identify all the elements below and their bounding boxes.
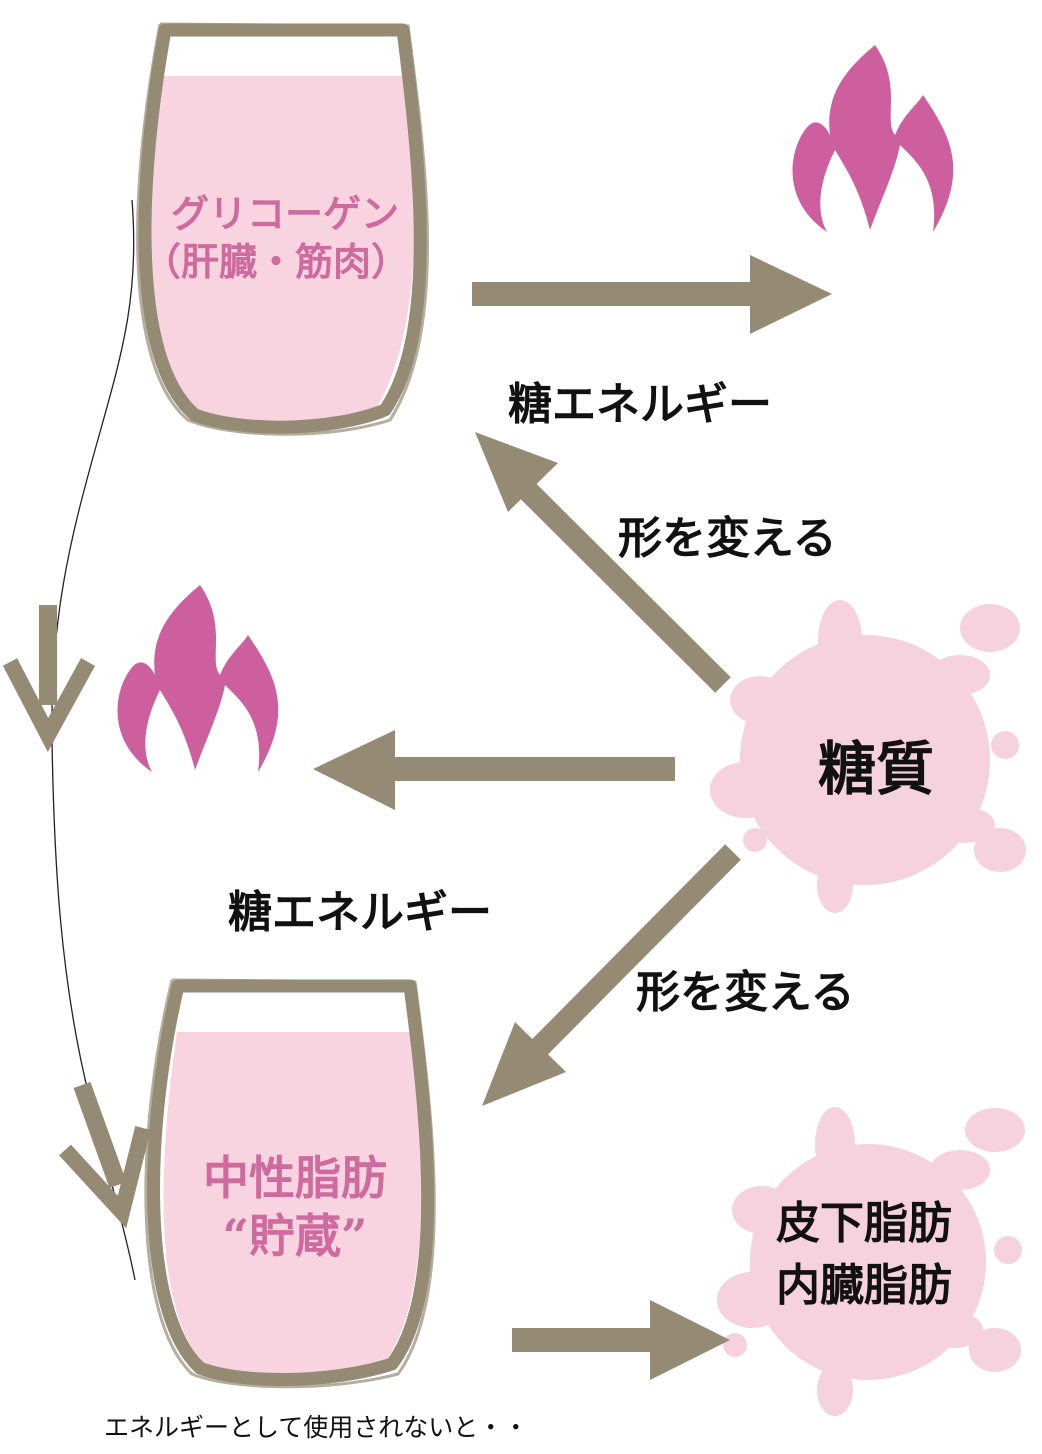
change-label-top: 形を変える bbox=[618, 513, 837, 564]
glycogen-label: グリコーゲン bbox=[170, 191, 399, 236]
fat-label: 中性脂肪 bbox=[203, 1151, 387, 1205]
energy-label-top: 糖エネルギー bbox=[508, 379, 772, 430]
footer-note: エネルギーとして使用されないと・・ bbox=[104, 1413, 529, 1442]
sugar-label: 糖質 bbox=[818, 735, 935, 803]
arrow-left-down bbox=[2, 605, 96, 752]
fat-splash bbox=[717, 1107, 1025, 1416]
arrow-into-fat-cup bbox=[59, 1081, 151, 1229]
fat-cup-text: 中性脂肪 “貯蔵” bbox=[150, 1150, 440, 1265]
glycogen-cup bbox=[136, 22, 430, 436]
subcutaneous-text: 皮下脂肪 内臓脂肪 bbox=[776, 1193, 952, 1316]
arrow-glycogen-to-flame bbox=[472, 255, 832, 334]
glycogen-location: （肝臓・筋肉） bbox=[142, 238, 409, 284]
visceral-fat-label: 内臓脂肪 bbox=[776, 1259, 952, 1311]
subcutaneous-fat-label: 皮下脂肪 bbox=[776, 1198, 952, 1249]
glycogen-cup-text: グリコーゲン （肝臓・筋肉） bbox=[140, 190, 430, 285]
flame-icon bbox=[117, 585, 279, 772]
arrow-sugar-to-glycogen bbox=[475, 432, 731, 693]
arrow-sugar-to-flame bbox=[313, 730, 675, 810]
energy-label-mid: 糖エネルギー bbox=[228, 887, 492, 938]
fat-storage-label: “貯蔵” bbox=[222, 1208, 368, 1263]
arrow-fat-to-subcutaneous bbox=[512, 1300, 730, 1380]
flame-icon bbox=[792, 45, 954, 232]
sugar-splash bbox=[710, 600, 1026, 913]
change-label-bottom: 形を変える bbox=[636, 967, 855, 1018]
fat-cup bbox=[144, 978, 436, 1389]
arrow-sugar-to-fat bbox=[482, 844, 741, 1106]
